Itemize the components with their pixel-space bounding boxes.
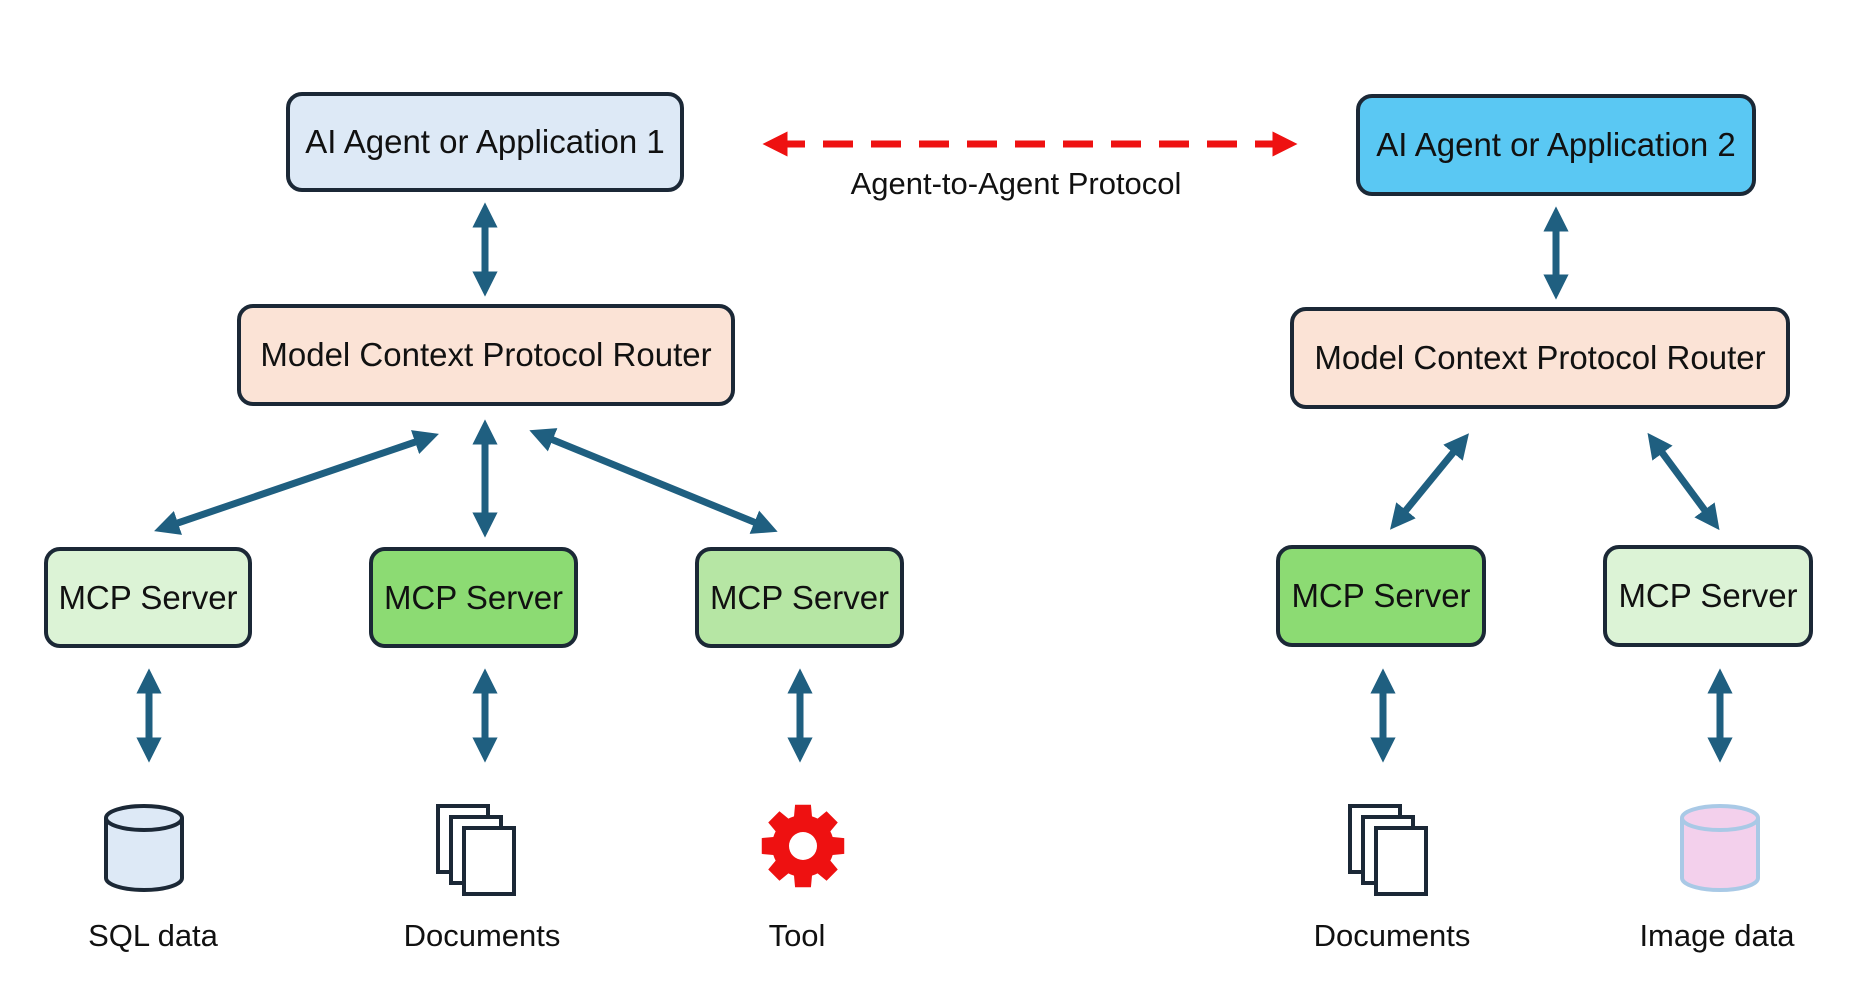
documents-label-right: Documents xyxy=(1313,918,1471,953)
gear-icon xyxy=(761,804,845,888)
mcp-server-tool: MCP Server xyxy=(695,547,904,648)
agent-to-agent-protocol-label: Agent-to-Agent Protocol xyxy=(850,166,1182,201)
documents-label: Documents xyxy=(403,918,561,953)
mcp-server-image: MCP Server xyxy=(1603,545,1813,647)
router-server4-arrow xyxy=(1390,433,1469,530)
router-server1-arrow xyxy=(154,430,439,535)
sql-data-label: SQL data xyxy=(88,918,218,953)
gear-hole xyxy=(789,832,817,860)
mcp-server-sql: MCP Server xyxy=(44,547,252,648)
database-icon xyxy=(104,804,184,892)
router-server5-arrow xyxy=(1647,432,1720,531)
documents-icon xyxy=(436,804,516,896)
database-icon xyxy=(1680,804,1760,892)
router-server3-arrow xyxy=(529,428,778,534)
mcp-server-documents: MCP Server xyxy=(369,547,578,648)
tool-label: Tool xyxy=(768,918,826,953)
mcp-server-documents-right: MCP Server xyxy=(1276,545,1486,647)
image-data-label: Image data xyxy=(1639,918,1795,953)
router-right-box: Model Context Protocol Router xyxy=(1290,307,1790,409)
agent-1-box: AI Agent or Application 1 xyxy=(286,92,684,192)
agent-2-box: AI Agent or Application 2 xyxy=(1356,94,1756,196)
documents-icon xyxy=(1348,804,1428,896)
router-left-box: Model Context Protocol Router xyxy=(237,304,735,406)
